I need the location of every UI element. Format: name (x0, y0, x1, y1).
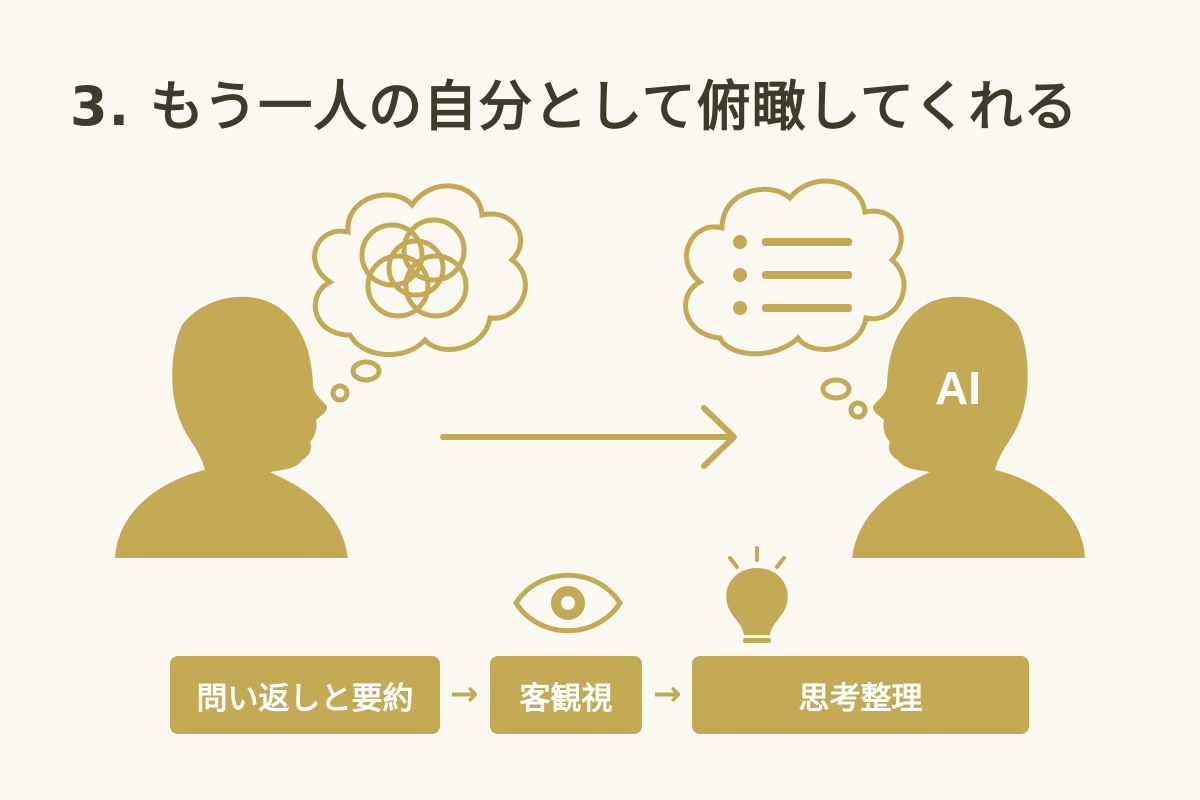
list-icon (733, 235, 852, 315)
thought-bubble-icon (312, 183, 528, 403)
page-title: 3. もう一人の自分として俯瞰してくれる (70, 75, 1079, 138)
eye-icon (513, 572, 623, 634)
arrow-right-icon (440, 405, 737, 469)
tangled-circles-icon (359, 217, 469, 319)
step-thought-organization: 思考整理 (692, 656, 1029, 734)
step-objective-view: 客観視 (490, 656, 642, 734)
ai-head-icon (852, 296, 1085, 558)
step-arrow-2: → (653, 674, 682, 714)
human-head-icon (115, 296, 348, 558)
step-arrow-1: → (450, 674, 479, 714)
thought-bubble-icon (683, 178, 907, 420)
lightbulb-icon (726, 546, 788, 643)
ai-label: AI (935, 362, 981, 414)
step-question-summary: 問い返しと要約 (170, 656, 440, 734)
